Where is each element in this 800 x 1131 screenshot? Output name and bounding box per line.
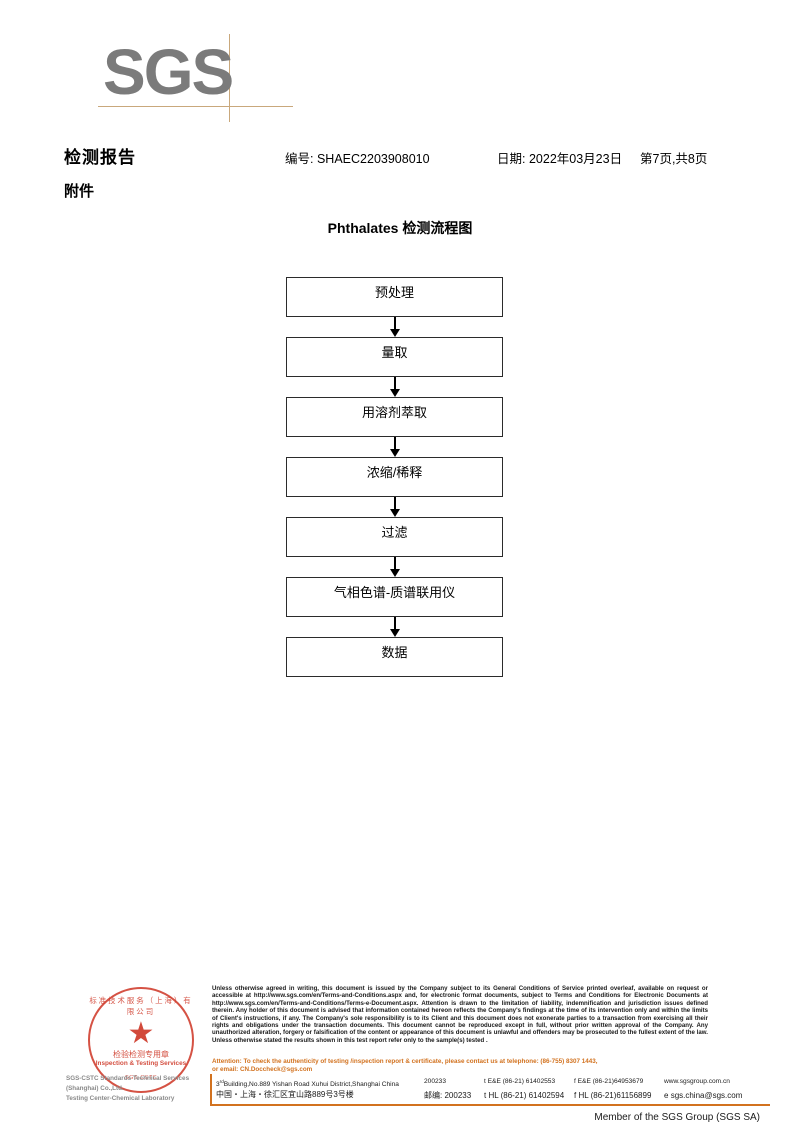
report-date-value: 2022年03月23日 [528, 152, 623, 166]
address-chinese: 中国・上海・徐汇区宜山路889号3号楼 [216, 1090, 354, 1099]
logo-wordmark: SGS [103, 36, 234, 108]
flow-step-box: 用溶剂萃取 [286, 397, 503, 437]
flow-arrow-down-icon [286, 377, 503, 397]
flow-arrow-down-icon [286, 437, 503, 457]
laboratory-name-line2: Testing Center-Chemical Laboratory [66, 1095, 175, 1102]
laboratory-name-line1: SGS-CSTC Standards Technical Services (S… [66, 1075, 190, 1092]
report-number-label: 编号: [285, 152, 314, 166]
seal-arc-top-text: 标准技术服务（上海）有限公司 [89, 996, 193, 1016]
address-contact-block: 3rdBuilding,No.889 Yishan Road Xuhui Dis… [216, 1075, 776, 1103]
company-seal-stamp: 标准技术服务（上海）有限公司 ★ 检验检测专用章 Inspection & Te… [88, 987, 194, 1093]
flow-step-box: 量取 [286, 337, 503, 377]
flow-step-box: 数据 [286, 637, 503, 677]
flow-step-box: 过滤 [286, 517, 503, 557]
flow-step-box: 气相色谱-质谱联用仪 [286, 577, 503, 617]
page-footer: Unless otherwise agreed in writing, this… [0, 975, 800, 1131]
flow-step-box: 预处理 [286, 277, 503, 317]
flow-step: 数据 [286, 637, 503, 677]
zip-english: 200233 [424, 1078, 447, 1085]
flow-arrow-down-icon [286, 617, 503, 637]
flow-arrow-down-icon [286, 497, 503, 517]
attention-line-2: or email: CN.Doccheck@sgs.com [212, 1065, 313, 1073]
member-statement: Member of the SGS Group (SGS SA) [594, 1112, 760, 1123]
seal-arc-bottom-text: SGS-CSTC [124, 1075, 158, 1081]
star-icon: ★ [127, 1017, 155, 1050]
attention-line-1: Attention: To check the authenticity of … [212, 1058, 598, 1065]
flow-arrow-down-icon [286, 317, 503, 337]
fax-hl: f HL (86-21)61156899 [574, 1091, 652, 1100]
page-subtitle: 附件 [64, 183, 95, 200]
flowchart-title: Phthalates 检测流程图 [327, 220, 473, 236]
address-divider-vertical [210, 1074, 212, 1105]
address-divider-horizontal [210, 1104, 770, 1106]
flow-arrow-down-icon [286, 557, 503, 577]
zip-chinese: 邮编: 200233 [424, 1091, 472, 1100]
address-english: 3rdBuilding,No.889 Yishan Road Xuhui Dis… [216, 1079, 399, 1089]
flow-step: 浓缩/稀释 [286, 457, 503, 497]
legal-paragraph: Unless otherwise agreed in writing, this… [212, 985, 708, 1044]
logo-horizontal-rule [98, 106, 293, 107]
report-number-value: SHAEC2203908010 [316, 152, 430, 166]
report-number: 编号: SHAEC2203908010 [285, 148, 430, 167]
website-url: www.sgsgroup.com.cn [664, 1078, 730, 1085]
seal-center-english-text: Inspection & Testing Services [95, 1060, 187, 1067]
flow-step: 气相色谱-质谱联用仪 [286, 577, 503, 617]
address-row-chinese: 中国・上海・徐汇区宜山路889号3号楼 邮编: 200233 t HL (86-… [216, 1089, 776, 1103]
address-row-english: 3rdBuilding,No.889 Yishan Road Xuhui Dis… [216, 1075, 776, 1089]
flow-step: 用溶剂萃取 [286, 397, 503, 437]
flow-step: 量取 [286, 337, 503, 377]
fax-ee: f E&E (86-21)64953679 [574, 1078, 644, 1085]
laboratory-name: SGS-CSTC Standards Technical Services (S… [66, 1074, 216, 1104]
page-indicator: 第7页,共8页 [640, 152, 708, 166]
page-title: 检测报告 [64, 148, 136, 167]
legal-disclaimer: Unless otherwise agreed in writing, this… [212, 985, 708, 1044]
flow-step: 预处理 [286, 277, 503, 317]
sgs-logo: SGS [98, 34, 293, 122]
report-date: 日期: 2022年03月23日 [497, 148, 622, 167]
flow-step: 过滤 [286, 517, 503, 557]
flowchart: 预处理 量取 用溶剂萃取 浓缩/稀释 过滤 气相色谱-质谱联用仪 数据 [286, 277, 503, 677]
telephone-ee: t E&E (86-21) 61402553 [484, 1078, 556, 1085]
email-address: e sgs.china@sgs.com [664, 1091, 743, 1100]
report-date-label: 日期: [497, 152, 526, 166]
logo-vertical-rule [229, 34, 230, 122]
telephone-hl: t HL (86-21) 61402594 [484, 1091, 565, 1100]
flow-step-box: 浓缩/稀释 [286, 457, 503, 497]
seal-center-chinese-text: 检验检测专用章 [113, 1050, 169, 1059]
attention-notice: Attention: To check the authenticity of … [212, 1058, 708, 1073]
seal-ring [88, 987, 194, 1093]
